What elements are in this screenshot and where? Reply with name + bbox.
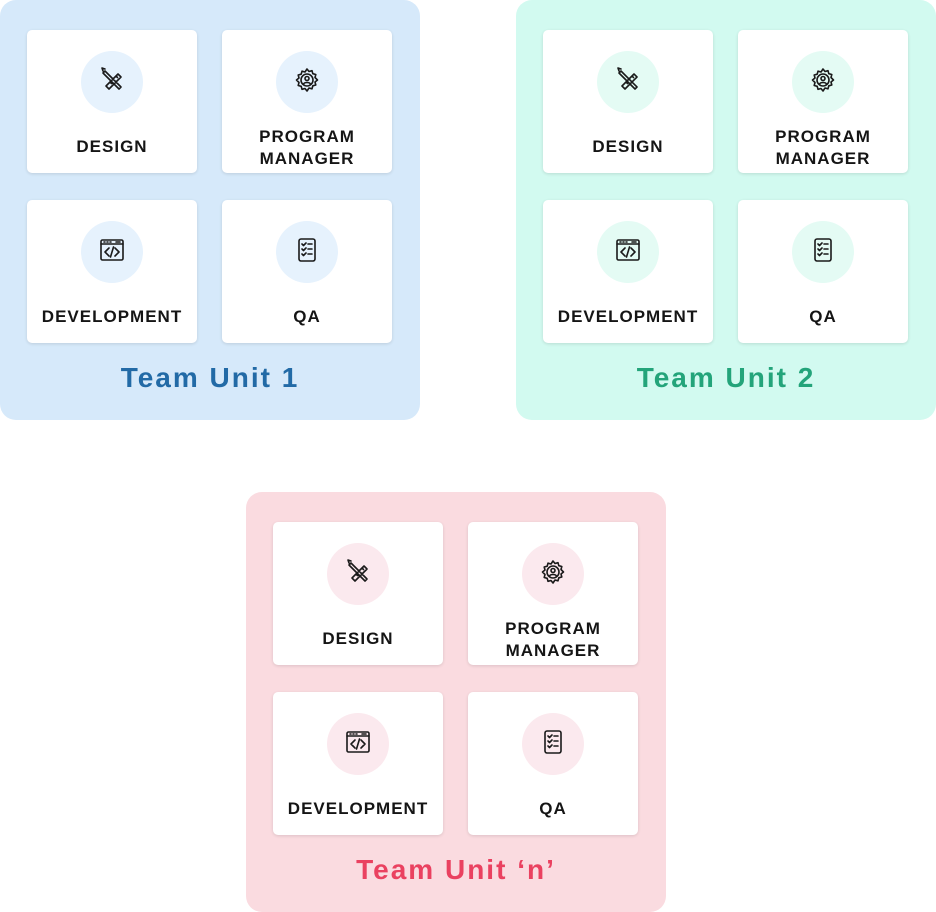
- pencil-ruler-icon: [98, 66, 126, 99]
- role-label: PROGRAM MANAGER: [775, 127, 871, 168]
- code-window-icon: [344, 728, 372, 761]
- role-card-development: DEVELOPMENT: [27, 200, 197, 343]
- role-label: DEVELOPMENT: [287, 799, 429, 818]
- team-unit-title: Team Unit ‘n’: [356, 854, 556, 885]
- icon-circle: [276, 51, 338, 113]
- role-label: QA: [809, 307, 837, 326]
- team-unit-title: Team Unit 1: [120, 362, 300, 393]
- icon-circle: [81, 51, 143, 113]
- role-card-development: DEVELOPMENT: [273, 692, 443, 835]
- role-label: DEVELOPMENT: [41, 307, 183, 326]
- code-window-icon: [98, 236, 126, 269]
- team-unit-3: DESIGN PROGRAM MANAGER DEVELOPMENT QA Team U…: [246, 492, 666, 912]
- role-label: DESIGN: [76, 137, 148, 156]
- role-label: PROGRAM MANAGER: [505, 619, 601, 660]
- role-card-development: DEVELOPMENT: [543, 200, 713, 343]
- icon-circle: [327, 543, 389, 605]
- role-card-qa: QA: [468, 692, 638, 835]
- role-card-program-manager: PROGRAM MANAGER: [468, 522, 638, 665]
- icon-circle: [792, 51, 854, 113]
- role-label: QA: [539, 799, 567, 818]
- team-unit-2: DESIGN PROGRAM MANAGER DEVELOPMENT QA Team U…: [516, 0, 936, 420]
- gear-person-icon: [293, 66, 321, 99]
- gear-person-icon: [809, 66, 837, 99]
- role-label: QA: [293, 307, 321, 326]
- team-unit-1: DESIGN PROGRAM MANAGER DEVELOPMENT QA Team U…: [0, 0, 420, 420]
- checklist-icon: [293, 236, 321, 269]
- icon-circle: [327, 713, 389, 775]
- code-window-icon: [614, 236, 642, 269]
- role-card-program-manager: PROGRAM MANAGER: [222, 30, 392, 173]
- team-unit-title: Team Unit 2: [636, 362, 816, 393]
- role-card-qa: QA: [222, 200, 392, 343]
- role-label: DESIGN: [592, 137, 664, 156]
- role-label: DESIGN: [322, 629, 394, 648]
- checklist-icon: [539, 728, 567, 761]
- icon-circle: [792, 221, 854, 283]
- icon-circle: [597, 221, 659, 283]
- role-label: DEVELOPMENT: [557, 307, 699, 326]
- checklist-icon: [809, 236, 837, 269]
- pencil-ruler-icon: [344, 558, 372, 591]
- role-card-design: DESIGN: [543, 30, 713, 173]
- role-label: PROGRAM MANAGER: [259, 127, 355, 168]
- icon-circle: [81, 221, 143, 283]
- role-card-program-manager: PROGRAM MANAGER: [738, 30, 908, 173]
- role-card-design: DESIGN: [273, 522, 443, 665]
- gear-person-icon: [539, 558, 567, 591]
- role-card-qa: QA: [738, 200, 908, 343]
- icon-circle: [597, 51, 659, 113]
- pencil-ruler-icon: [614, 66, 642, 99]
- icon-circle: [522, 543, 584, 605]
- role-card-design: DESIGN: [27, 30, 197, 173]
- icon-circle: [522, 713, 584, 775]
- icon-circle: [276, 221, 338, 283]
